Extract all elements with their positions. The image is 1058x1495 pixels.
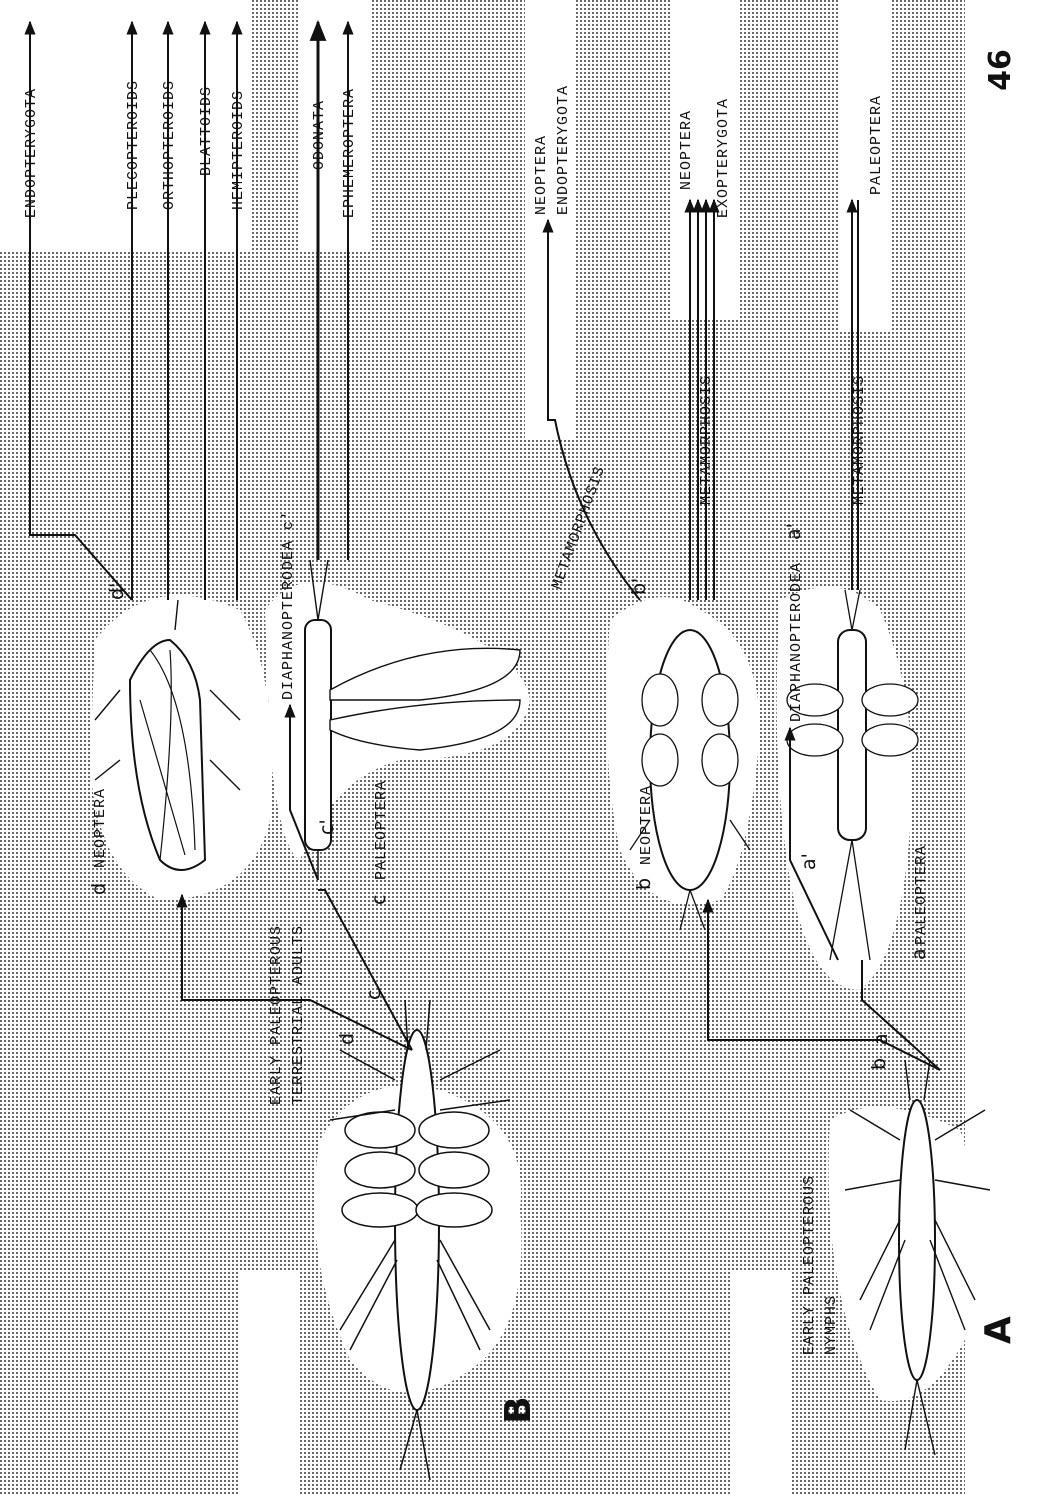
neoptera-b-prime: b' <box>628 578 650 595</box>
paleoptera-c-letter: c <box>368 895 390 905</box>
terminal-ephemeroptera: EPHEMEROPTERA <box>341 88 358 218</box>
panel-b-branch-c: c <box>363 990 385 1000</box>
terminal-neoptera-endo-line2: ENDOPTERYGOTA <box>555 85 572 215</box>
panel-a-origin-line1: EARLY PALEOPTEROUS <box>801 1175 818 1355</box>
paleoptera-c-prime: c' <box>316 819 338 835</box>
neoptera-b-label: NEOPTERA <box>638 785 655 865</box>
diaphanopterodea-c-label: DIAPHANOPTERODEA c' <box>280 510 297 700</box>
terminal-odonata: ODONATA <box>311 100 328 170</box>
terminal-neoptera-exo-line2: EXOPTERYGOTA <box>715 98 732 218</box>
diaphanopterodea-a-prime: a' <box>783 523 805 540</box>
panel-a-origin-line2: NYMPHS <box>823 1295 840 1355</box>
metamorphosis-b: METAMORPHOSIS <box>698 375 715 505</box>
terminal-paleoptera: PALEOPTERA <box>868 95 885 195</box>
terminal-neoptera-endo-line1: NEOPTERA <box>533 135 550 215</box>
neoptera-b-letter: b <box>633 878 655 890</box>
panel-b-branch-d: d <box>336 1033 358 1045</box>
metamorphosis-a: METAMORPHOSIS <box>851 375 868 505</box>
terminal-hemipteroids: HEMIPTEROIDS <box>230 90 247 210</box>
paleoptera-a-letter: a <box>908 948 930 960</box>
paleoptera-a-label: PALEOPTERA <box>913 845 930 945</box>
panel-letter-a: A <box>978 1316 1019 1344</box>
terminal-orthopteroids: ORTHOPTEROIDS <box>161 80 178 210</box>
paleoptera-c-label: PALEOPTERA <box>373 780 390 880</box>
panel-b-origin-line1: EARLY PALEOPTEROUS <box>268 925 285 1105</box>
panel-a-branch-b: b <box>868 1058 890 1070</box>
neoptera-d-label: NEOPTERA <box>92 788 109 868</box>
terminal-neoptera-exo-line1: NEOPTERA <box>678 110 695 190</box>
neoptera-d-prime: d' <box>106 583 128 600</box>
terminal-blattoids: BLATTOIDS <box>198 86 215 176</box>
terminal-endopterygota: ENDOPTERYGOTA <box>23 88 40 218</box>
paleoptera-a-prime: a' <box>798 853 820 870</box>
terminal-plecopteroids: PLECOPTEROIDS <box>125 80 142 210</box>
neoptera-d-letter: d <box>88 883 110 895</box>
panel-letter-b: B <box>498 1396 539 1423</box>
page-number: 46 <box>983 49 1018 91</box>
panel-b-origin-line2: TERRESTRIAL ADULTS <box>290 925 307 1105</box>
diaphanopterodea-a-label: DIAPHANOPTERODEA <box>788 562 805 722</box>
panel-a-branch-a: a <box>870 1033 892 1045</box>
